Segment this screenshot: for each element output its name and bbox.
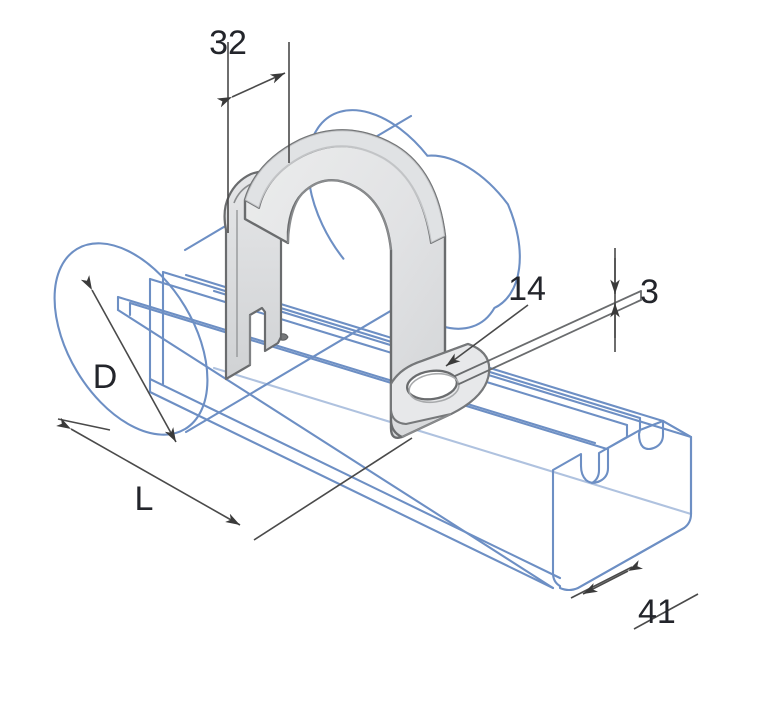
dimension-arrow-line (216, 72, 286, 108)
pipe-clamp (223, 129, 491, 439)
dimension-arrow-line (582, 560, 644, 595)
dimension-label-32: 32 (209, 24, 247, 62)
dimension-L (56, 417, 413, 541)
pipe-bottom-silhouette (184, 301, 406, 434)
dimension-14-leader (445, 304, 529, 367)
dimension-41 (570, 560, 699, 630)
dimension-label-3: 3 (640, 273, 659, 311)
pipe (53, 109, 521, 436)
diameter-arrow-line (80, 275, 177, 443)
extension-line-right (253, 437, 413, 541)
extension-line-left (57, 418, 111, 431)
extension-line-right (633, 593, 699, 630)
extension-line-left (570, 566, 633, 599)
dimension-32 (216, 42, 290, 233)
dimension-arrow-line (56, 417, 241, 526)
pipe-near-end-ellipse (53, 242, 209, 436)
dimension-label-41: 41 (638, 593, 676, 631)
dimension-D (80, 275, 177, 443)
dimension-label-L: L (135, 480, 154, 518)
dimension-label-14: 14 (508, 270, 546, 308)
dimension-label-D: D (93, 358, 118, 396)
